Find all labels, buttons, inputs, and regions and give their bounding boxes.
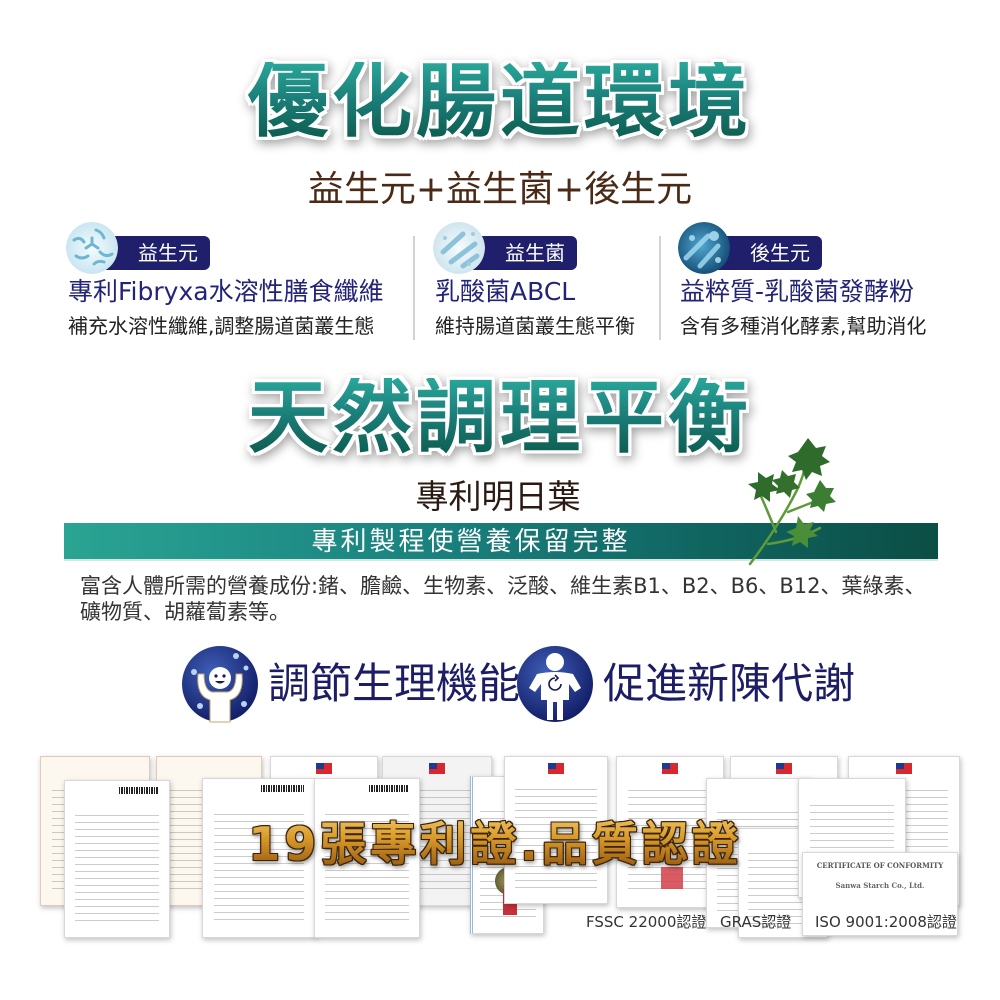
iso-certificate-company: Sanwa Starch Co., Ltd. xyxy=(835,881,925,890)
headline-optimize-gut: 優化腸道環境 xyxy=(0,62,1000,142)
probiotic-description: 維持腸道菌叢生態平衡 xyxy=(435,314,635,338)
cert-label-gras: GRAS認證 xyxy=(720,913,792,931)
parsley-leaf-icon xyxy=(728,432,838,567)
taiwan-patent-certificate xyxy=(504,756,608,904)
certificates-collage: CERTIFICATE OF CONFORMITY Sanwa Starch C… xyxy=(30,748,970,943)
metabolism-person-icon xyxy=(515,644,595,724)
happy-person-icon xyxy=(180,644,260,724)
function-label: 調節生理機能 xyxy=(268,659,521,708)
prebiotic-fiber-icon xyxy=(66,222,118,274)
headline-natural-balance: 天然調理平衡 xyxy=(0,378,1000,458)
postbiotic-microbe-icon xyxy=(678,222,730,274)
certificates-title: 19張專利證.品質認證 xyxy=(0,808,1000,874)
postbiotic-title: 益粹質-乳酸菌發酵粉 xyxy=(680,277,915,306)
function-label: 促進新陳代謝 xyxy=(603,659,856,708)
us-patent-document xyxy=(314,778,420,938)
prebiotic-description: 補充水溶性纖維,調整腸道菌叢生態 xyxy=(68,314,375,338)
postbiotic-description: 含有多種消化酵素,幫助消化 xyxy=(680,314,927,338)
nutrients-description: 富含人體所需的營養成份:鍺、膽鹼、生物素、泛酸、維生素B1、B2、B6、B12、… xyxy=(80,574,926,624)
subheadline-biotics: 益生元+益生菌+後生元 xyxy=(307,169,693,210)
prebiotic-title: 專利Fibryxa水溶性膳食纖維 xyxy=(68,277,384,306)
iso-certificate-heading: CERTIFICATE OF CONFORMITY xyxy=(803,861,957,870)
cert-label-iso: ISO 9001:2008認證 xyxy=(815,913,957,931)
us-patent-document xyxy=(202,778,316,938)
banner-background xyxy=(64,523,938,561)
banner-patent-process: 專利製程使營養保留完整 xyxy=(311,527,631,557)
column-divider xyxy=(413,236,415,340)
column-divider xyxy=(659,236,661,340)
probiotic-bacteria-icon xyxy=(433,222,485,274)
iso-certificate: CERTIFICATE OF CONFORMITY Sanwa Starch C… xyxy=(802,852,958,936)
probiotic-title: 乳酸菌ABCL xyxy=(435,277,576,306)
subheadline-ashitaba: 專利明日葉 xyxy=(415,477,581,516)
cert-label-fssc: FSSC 22000認證 xyxy=(586,913,707,931)
european-patent-document xyxy=(64,780,170,938)
